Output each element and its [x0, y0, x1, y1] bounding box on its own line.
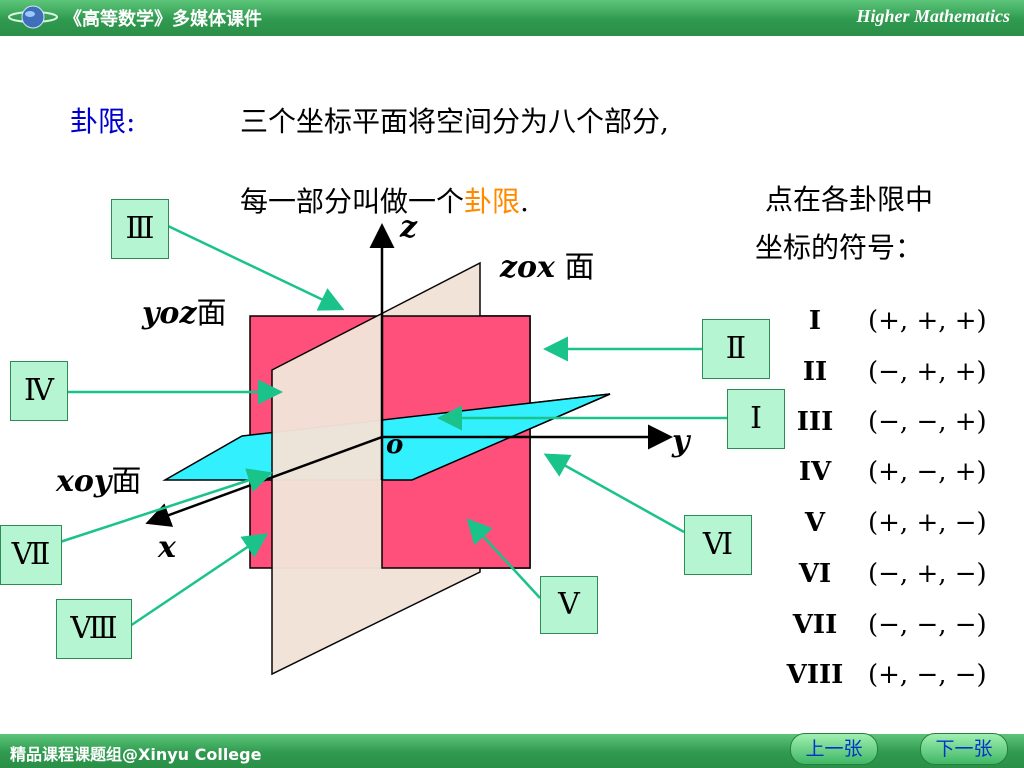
side-note-line-1: 点在各卦限中 — [765, 183, 934, 216]
sign-row: I(+, +, +) — [808, 306, 987, 336]
octant-term-highlight: 卦限 — [464, 185, 521, 218]
octant-box-VII: Ⅶ — [0, 525, 62, 585]
x-axis-label: x — [158, 530, 176, 565]
prev-slide-button[interactable]: 上一张 — [790, 733, 878, 765]
octant-box-I: Ⅰ — [727, 389, 785, 449]
pointer-VIII — [129, 533, 269, 628]
z-axis-label: z — [400, 210, 418, 245]
zox-plane-label: zox 面 — [500, 250, 595, 285]
sign-row: VIII(+, −, −) — [786, 660, 987, 690]
side-note-line-2: 坐标的符号： — [755, 231, 924, 264]
pointer-V — [466, 518, 541, 599]
xoy-plane-label: xoy面 — [56, 464, 142, 499]
y-axis-label: y — [672, 424, 690, 459]
next-slide-button[interactable]: 下一张 — [920, 733, 1008, 765]
pointer-VII — [59, 468, 273, 544]
octant-box-VIII: Ⅷ — [56, 599, 132, 659]
definition-line-2: 每一部分叫做一个卦限. — [240, 185, 529, 218]
pointer-III — [167, 224, 345, 311]
octant-box-II: Ⅱ — [702, 319, 770, 379]
yoz-plane-label: yoz面 — [142, 296, 227, 331]
origin-label: o — [386, 430, 404, 460]
course-title: 《高等数学》多媒体课件 — [64, 9, 262, 30]
octant-box-III: Ⅲ — [111, 199, 169, 259]
octant-box-IV: Ⅳ — [10, 361, 68, 421]
sign-row: VI(−, +, −) — [798, 559, 987, 589]
header-bar: 《高等数学》多媒体课件 Higher Mathematics — [0, 0, 1024, 36]
octant-term-label: 卦限: — [70, 105, 136, 138]
octant-box-V: Ⅴ — [540, 576, 598, 634]
definition-line-1: 三个坐标平面将空间分为八个部分, — [240, 105, 669, 138]
sign-row: III(−, −, +) — [796, 407, 987, 437]
footer-credit: 精品课程课题组@Xinyu College — [10, 745, 262, 764]
octant-box-VI: Ⅵ — [684, 515, 752, 575]
globe-icon — [8, 5, 58, 29]
sign-row: II(−, +, +) — [802, 357, 987, 387]
sign-row: V(+, +, −) — [804, 508, 987, 538]
pointer-VI — [543, 453, 685, 534]
course-english-title: Higher Mathematics — [856, 6, 1010, 26]
sign-row: IV(+, −, +) — [798, 457, 987, 487]
sign-row: VII(−, −, −) — [792, 610, 987, 640]
